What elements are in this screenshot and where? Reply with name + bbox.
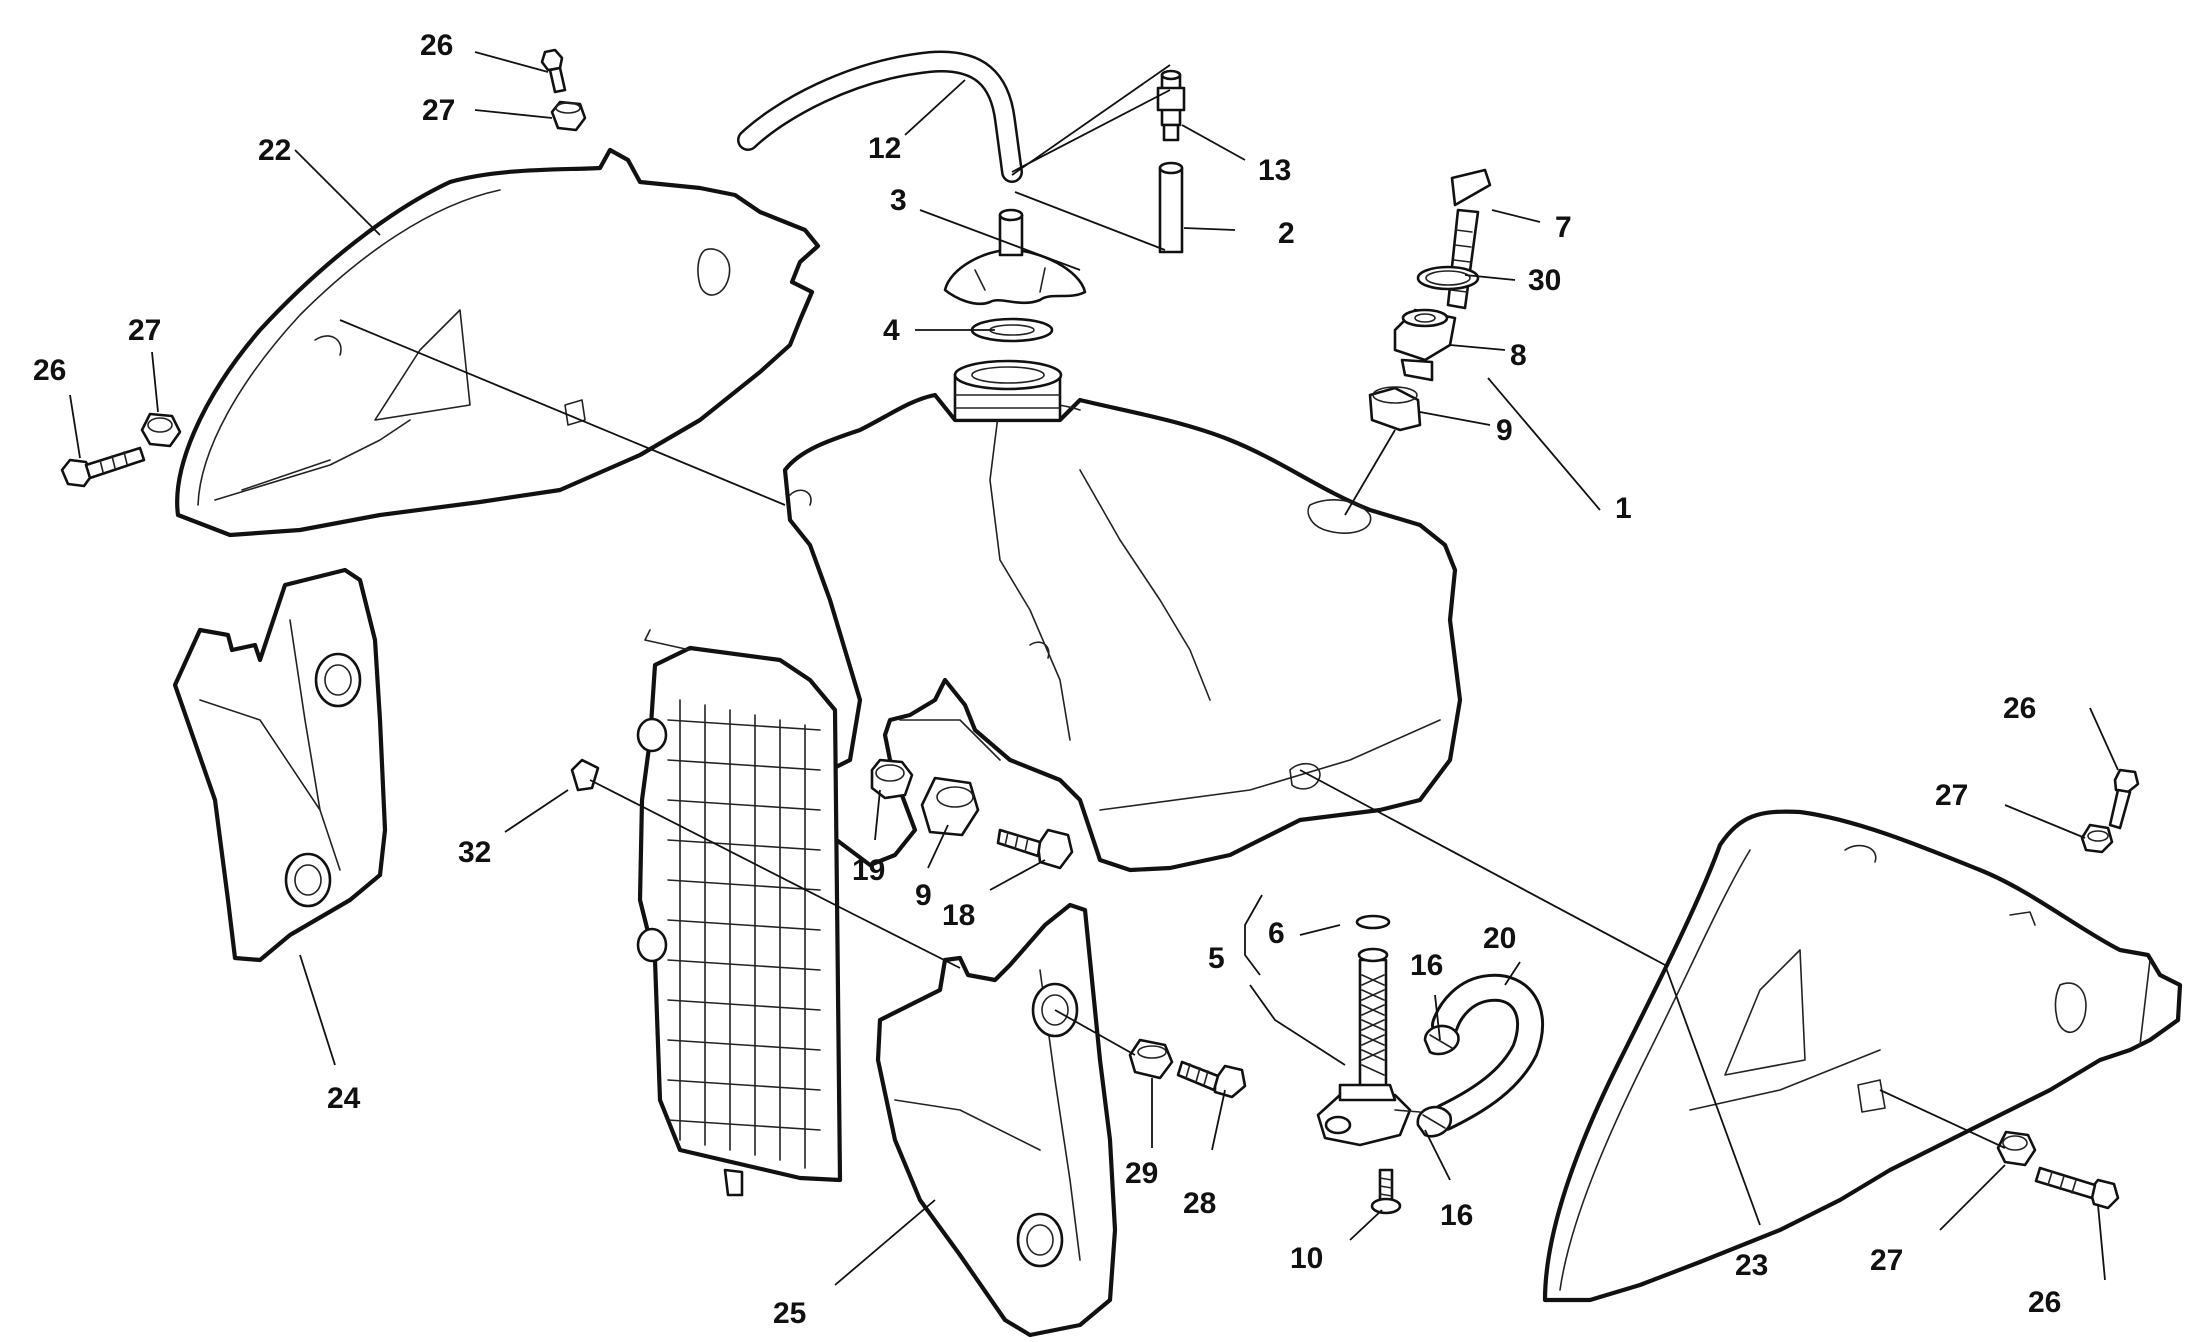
breather-valve	[1156, 69, 1186, 142]
breather-hose	[737, 50, 1023, 183]
callout-24: 24	[327, 1082, 361, 1115]
callout-28: 28	[1183, 1187, 1216, 1220]
callout-26-left: 26	[33, 354, 66, 387]
spacer-small	[870, 758, 914, 800]
collar-27-right-bottom	[1996, 1130, 2037, 1167]
callout-20: 20	[1483, 922, 1516, 955]
callout-27-right-bottom: 27	[1870, 1244, 1903, 1277]
callout-16-lower: 16	[1440, 1199, 1473, 1232]
collar-27-top	[550, 100, 587, 132]
bolt-18	[996, 828, 1074, 870]
callout-6: 6	[1268, 917, 1285, 950]
hose-clamp-lower	[1416, 1105, 1453, 1138]
o-ring	[1416, 265, 1480, 291]
left-side-panel	[175, 147, 821, 538]
callout-5: 5	[1208, 942, 1225, 975]
screw-26-right-bottom	[2034, 1166, 2120, 1210]
callout-16-upper: 16	[1410, 949, 1443, 982]
callout-29: 29	[1125, 1157, 1158, 1190]
callout-22: 22	[258, 134, 291, 167]
callout-27-right-top: 27	[1935, 779, 1968, 812]
callout-7: 7	[1555, 211, 1572, 244]
spacer-tube	[1158, 161, 1184, 254]
callout-32: 32	[458, 836, 491, 869]
callout-13: 13	[1258, 154, 1291, 187]
right-radiator-shroud	[875, 902, 1118, 1338]
callout-9-upper: 9	[1496, 414, 1513, 447]
screw-28	[1176, 1060, 1247, 1099]
filler-cap	[943, 208, 1087, 306]
screw-26-left	[60, 446, 146, 488]
spring-clip	[570, 758, 600, 792]
callout-26-right-bottom: 26	[2028, 1286, 2061, 1319]
filler-neck	[953, 359, 1063, 422]
callout-1: 1	[1615, 492, 1632, 525]
radiator	[636, 629, 843, 1197]
callout-18: 18	[942, 899, 975, 932]
filter-ring	[1355, 914, 1391, 930]
callout-30: 30	[1528, 264, 1561, 297]
collar-27-right-top	[2080, 823, 2114, 854]
callout-12: 12	[868, 132, 901, 165]
screw-10	[1370, 1168, 1402, 1215]
hose-clamp-upper	[1423, 1024, 1460, 1056]
assembly-lines	[339, 64, 2006, 1149]
rubber-damper	[1393, 308, 1457, 382]
fuel-tap	[1316, 947, 1421, 1147]
callout-8: 8	[1510, 339, 1527, 372]
callout-27-top: 27	[422, 94, 455, 127]
callout-10: 10	[1290, 1242, 1323, 1275]
callout-19: 19	[852, 854, 885, 887]
collar-29	[1128, 1038, 1174, 1080]
callout-leaders	[69, 51, 2119, 1286]
bracket-5	[1244, 894, 1346, 1066]
callout-3: 3	[890, 184, 907, 217]
callout-9-lower: 9	[915, 879, 932, 912]
callout-25: 25	[773, 1297, 806, 1330]
callout-26-top: 26	[420, 29, 453, 62]
screw-26-right-top	[2108, 768, 2140, 830]
bushing-lower	[920, 776, 980, 837]
callout-27-left: 27	[128, 314, 161, 347]
collar-27-left	[140, 412, 182, 448]
screw-26-top	[540, 48, 567, 94]
left-radiator-shroud	[172, 567, 388, 963]
callout-labels: 1 2 3 4 5 6 7 8 9 9 10 12 13 16 16 18 19…	[33, 29, 2061, 1330]
callout-2: 2	[1278, 217, 1295, 250]
callout-4: 4	[883, 314, 900, 347]
fuel-tank	[782, 392, 1463, 873]
fuel-hose	[1431, 973, 1544, 1131]
callout-23: 23	[1735, 1249, 1768, 1282]
right-side-panel	[1542, 809, 2183, 1303]
callout-26-right-top: 26	[2003, 692, 2036, 725]
bushing-upper	[1368, 386, 1422, 432]
